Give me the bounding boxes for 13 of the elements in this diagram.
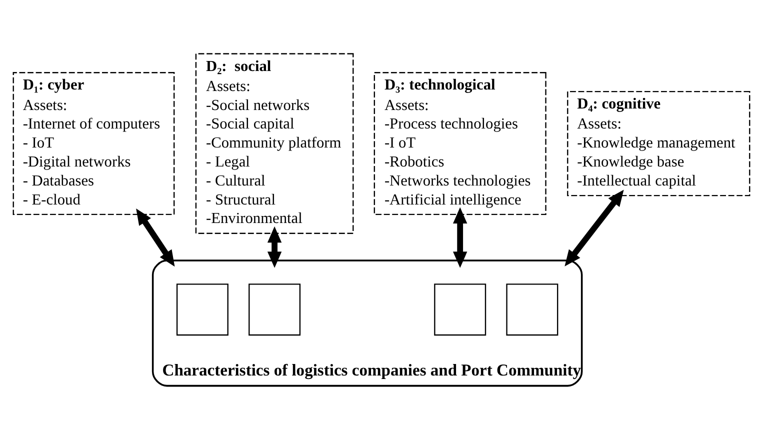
node-box: D₄: cognitive Assets: -Knowledge management -Knowledge base -Intellectual capital bbox=[567, 90, 750, 196]
cluster: Characteristics of logistics companies and Port Community bbox=[152, 259, 583, 386]
node-box: D₁: cyber Assets: -Internet of computers - IoT -Digital networks - Databases - E-cloud bbox=[12, 72, 175, 215]
node-box: D₂: social Assets: -Social networks -Social capital -Community platform - Legal - Cultural - Structural -Environmental bbox=[195, 52, 354, 234]
node-box bbox=[176, 283, 228, 336]
node-box: D₃: technological Assets: -Process technologies -I oT -Robotics -Networks technologies -Artificial intelligence bbox=[374, 72, 546, 215]
node-box bbox=[506, 283, 558, 336]
arrow bbox=[136, 208, 175, 266]
arrow bbox=[564, 189, 624, 266]
arrow bbox=[267, 226, 282, 268]
node-box bbox=[248, 283, 301, 336]
node-box bbox=[434, 283, 486, 336]
arrow bbox=[452, 206, 468, 268]
